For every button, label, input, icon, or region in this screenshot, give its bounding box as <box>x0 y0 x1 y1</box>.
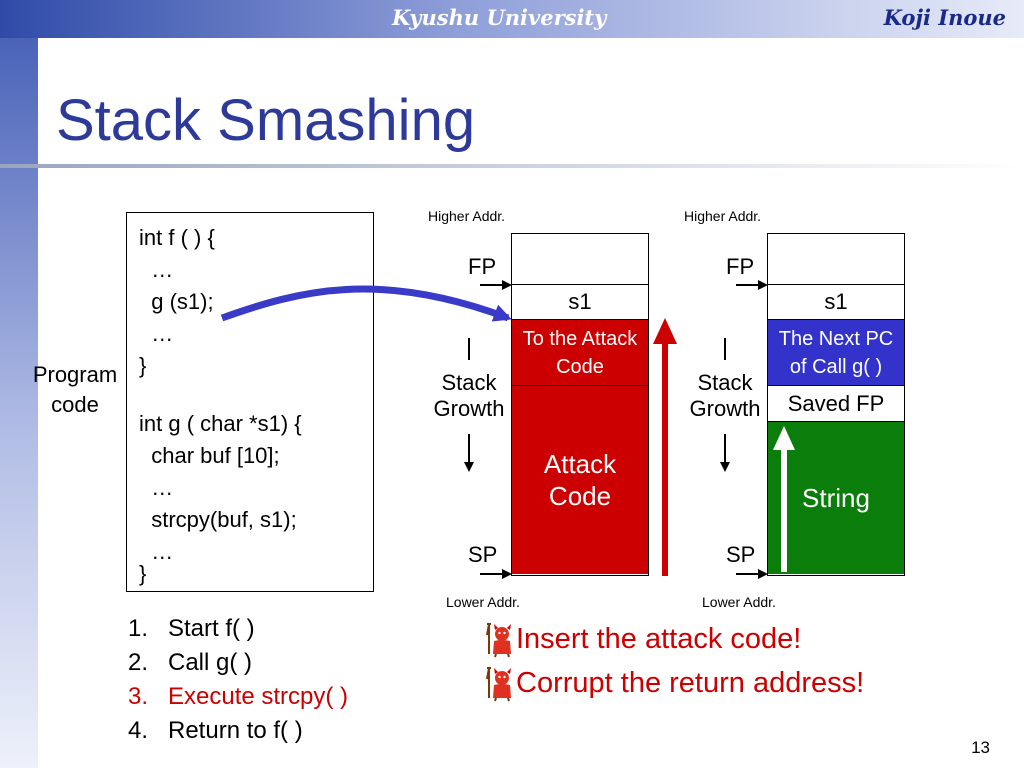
code-line: int f ( ) { <box>139 225 215 250</box>
higher-addr-label: Higher Addr. <box>428 208 506 224</box>
devil-icon <box>486 623 511 658</box>
left-accent-bar <box>0 38 38 768</box>
callout-corrupt: Corrupt the return address! <box>484 664 864 702</box>
stack-growth-line2: Growth <box>689 396 761 421</box>
header-author: Koji Inoue <box>883 5 1006 30</box>
code-line: int g ( char *s1) { <box>139 411 302 436</box>
step-number: 1. <box>128 615 149 642</box>
code-box: int f ( ) { … g (s1); … } int g ( char *… <box>126 212 374 592</box>
slide-title: Stack Smashing <box>56 88 476 153</box>
stack-cell-string: String <box>768 422 904 574</box>
lower-addr-label: Lower Addr. <box>446 594 520 610</box>
callout-text: Corrupt the return address! <box>516 666 865 699</box>
code-line: } <box>139 353 147 378</box>
step-item: 4. Return to f( ) <box>128 714 348 748</box>
step-text: Start f( ) <box>168 615 255 642</box>
callout-text: Insert the attack code! <box>516 622 802 655</box>
stack-cell-return-addr: The Next PC of Call g( ) <box>768 320 904 386</box>
stack-cell-return-addr: To the Attack Code <box>512 320 648 386</box>
code-line: } <box>139 561 147 586</box>
code-line: … <box>139 539 174 564</box>
steps-list: 1. Start f( ) 2. Call g( ) 3. Execute strcp… <box>128 612 348 748</box>
page-number: 13 <box>971 738 990 757</box>
devil-icon <box>486 667 511 702</box>
step-item: 1. Start f( ) <box>128 612 348 646</box>
fp-label: FP <box>468 254 497 279</box>
higher-addr-label: Higher Addr. <box>684 208 762 224</box>
fp-label: FP <box>726 254 755 279</box>
stack-cell-top <box>768 234 904 285</box>
step-item: 2. Call g( ) <box>128 646 348 680</box>
stack-right: s1 The Next PC of Call g( ) Saved FP Str… <box>767 233 905 576</box>
code-line: strcpy(buf, s1); <box>139 507 297 532</box>
code-line: g (s1); <box>139 289 214 314</box>
stack-growth-label: Stack Growth <box>426 370 512 422</box>
header-university: Kyushu University <box>392 5 607 30</box>
stack-left: s1 To the Attack Code Attack Code <box>511 233 649 576</box>
code-line: … <box>139 321 174 346</box>
title-divider <box>0 164 1024 168</box>
step-number: 4. <box>128 717 149 744</box>
step-item: 3. Execute strcpy( ) <box>128 680 348 714</box>
code-line: char buf [10]; <box>139 443 280 468</box>
stack-cell-saved-fp: Saved FP <box>768 386 904 422</box>
overflow-arrow-head <box>653 318 677 344</box>
header-band <box>0 0 1024 38</box>
step-text: Return to f( ) <box>168 717 303 744</box>
stack-growth-label: Stack Growth <box>682 370 768 422</box>
sp-label: SP <box>726 542 756 567</box>
program-code-label: Program code <box>32 362 118 417</box>
stack-growth-line1: Stack <box>441 370 497 395</box>
step-text: Execute strcpy( ) <box>168 683 349 710</box>
code-line: … <box>139 475 174 500</box>
callout-insert: Insert the attack code! <box>484 620 801 658</box>
sp-label: SP <box>468 542 498 567</box>
step-number: 2. <box>128 649 149 676</box>
stack-cell-s1: s1 <box>512 285 648 320</box>
step-number: 3. <box>128 683 149 710</box>
stack-growth-line2: Growth <box>433 396 505 421</box>
stack-cell-s1: s1 <box>768 285 904 320</box>
step-text: Call g( ) <box>168 649 253 676</box>
code-line: … <box>139 257 174 282</box>
stack-cell-top <box>512 234 648 285</box>
stack-cell-attack-code: Attack Code <box>512 386 648 574</box>
lower-addr-label: Lower Addr. <box>702 594 776 610</box>
stack-growth-line1: Stack <box>697 370 753 395</box>
